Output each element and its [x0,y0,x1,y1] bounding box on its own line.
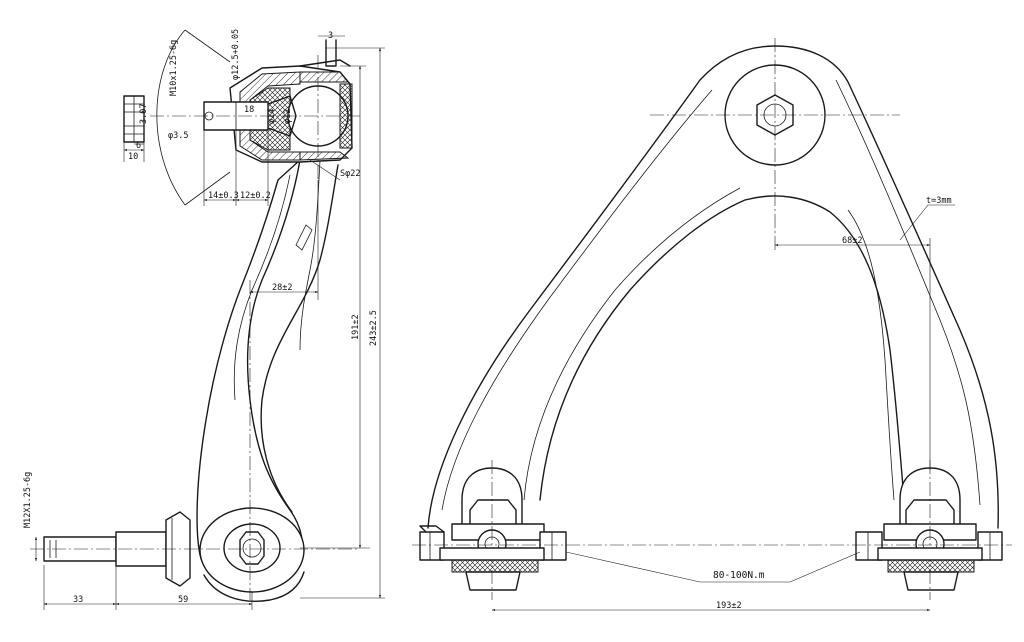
label-dim-68: 68±2 [842,236,862,246]
label-dia-top: φ12.5+0.05 [231,29,241,80]
castle-nut-icon [123,95,145,143]
arm-inner-line [233,174,291,401]
label-thread-top: M10x1.25-6g [169,40,179,96]
left-bushing-assembly [419,460,567,600]
label-dim-10: 10 [128,152,138,162]
label-dim-28: 28±2 [272,283,292,293]
label-dia-14: φ14 [267,109,277,124]
label-sphere-dia: Sφ22 [340,169,360,179]
lower-bushing [199,507,305,593]
label-dim-59: 59 [178,595,188,605]
label-dim-14: 14±0.3 [208,191,239,201]
left-side-view: M10x1.25-6g 3.07 φ3.5 6 10 3 φ12.5+0.05 … [23,29,385,610]
label-thread-bottom: M12X1.25-6g [23,472,33,528]
label-dim-193: 193±2 [716,601,742,611]
angle-arc [156,29,186,206]
label-dim-243: 243±2.5 [369,310,379,346]
label-torque: 80-100N.m [713,570,765,581]
arm-rear-edge [260,164,339,513]
a-arm-outer [427,45,999,529]
label-thickness: t=3mm [926,196,952,206]
a-arm-inner [539,195,905,501]
label-dim-3: 3 [328,31,333,41]
label-dim-33: 33 [73,595,83,605]
right-bushing-assembly [855,460,1003,600]
label-dim-18: 18 [244,105,254,115]
arm-edge-line [299,159,321,351]
label-dim-191: 191±2 [351,314,361,340]
label-dim-12: 12±0.2 [240,191,271,201]
label-dia-12: φ12 [283,109,293,124]
label-angle: 3.07 [139,104,149,124]
label-hole-dia: φ3.5 [168,131,188,141]
label-dim-6: 6 [136,141,141,151]
right-front-view: t=3mm 68±2 80-100N.m 193±2 [412,38,1012,612]
